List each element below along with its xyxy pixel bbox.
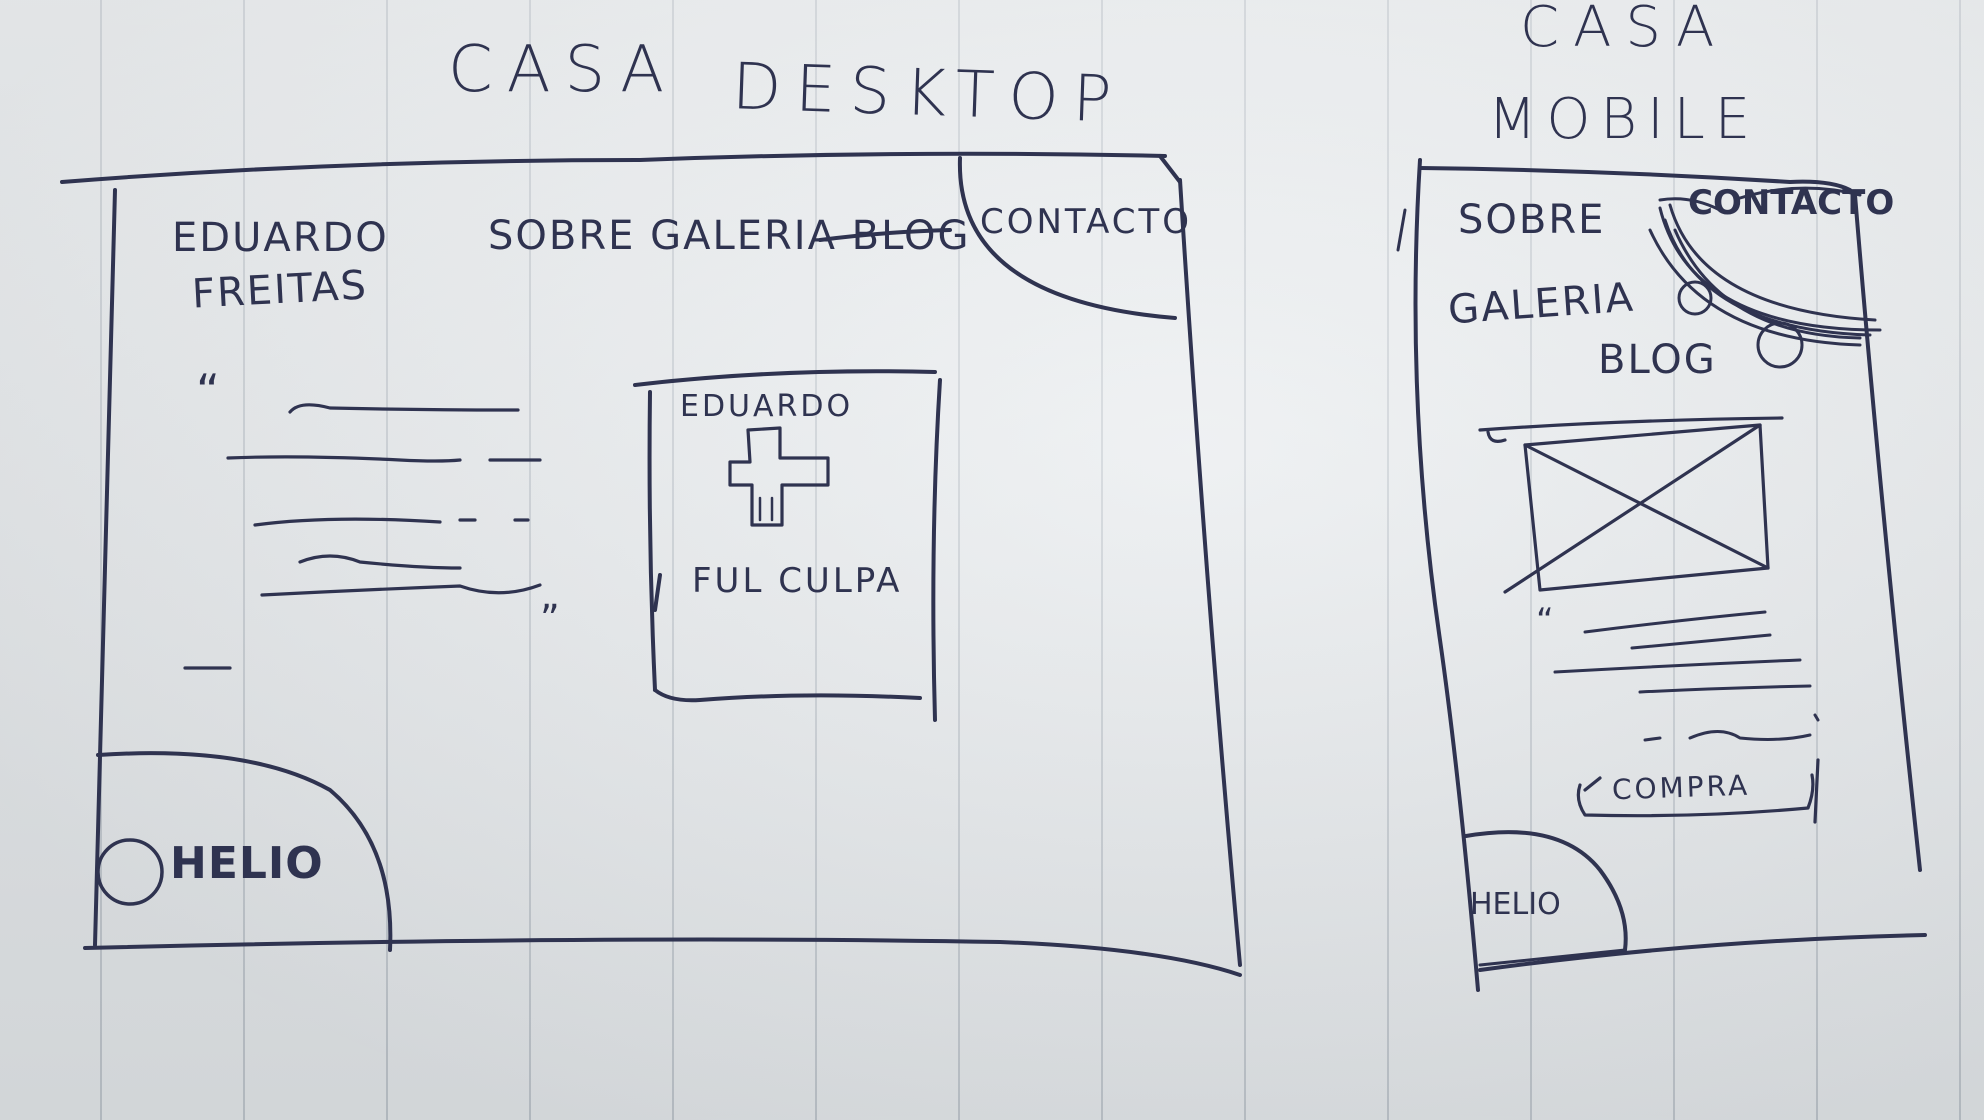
desktop-card-title: EDUARDO bbox=[680, 389, 854, 424]
mobile-menu-shape bbox=[1648, 186, 1882, 369]
mobile-footer-line bbox=[1478, 948, 1627, 967]
desktop-product-card bbox=[633, 369, 942, 722]
desktop-logo-line2: FREITAS bbox=[190, 262, 370, 318]
desktop-contact-link[interactable]: CONTACTO bbox=[980, 202, 1192, 242]
mobile-image-placeholder bbox=[1478, 416, 1784, 594]
desktop-quote-open: “ bbox=[196, 364, 226, 418]
desktop-footer-shape bbox=[96, 751, 393, 952]
mobile-footer-label[interactable]: HELIO bbox=[1470, 887, 1561, 922]
desktop-footer-label[interactable]: HELIO bbox=[170, 838, 324, 889]
desktop-logo-line1: EDUARDO bbox=[172, 215, 389, 261]
desktop-nav-underline bbox=[818, 228, 952, 242]
mobile-nav-sobre[interactable]: SOBRE bbox=[1458, 197, 1606, 243]
desktop-title-right: DESKTOP bbox=[730, 50, 1127, 138]
desktop-quote-close: ” bbox=[540, 597, 566, 641]
mobile-body-text-lines bbox=[1553, 610, 1820, 742]
mobile-title-line1: CASA bbox=[1520, 0, 1729, 60]
mobile-nav-blog[interactable]: BLOG bbox=[1598, 337, 1717, 383]
mobile-buy-button-shape bbox=[1576, 758, 1820, 824]
mobile-quote-open: “ bbox=[1536, 601, 1560, 641]
mobile-footer-shape bbox=[1464, 830, 1628, 952]
desktop-frame bbox=[60, 151, 1242, 977]
mobile-buy-button[interactable]: COMPRA bbox=[1611, 768, 1751, 807]
mobile-frame bbox=[1396, 158, 1927, 992]
desktop-card-subtitle: FUL CULPA bbox=[692, 561, 903, 601]
desktop-body-text-lines bbox=[183, 403, 542, 670]
mobile-title-line2: MOBILE bbox=[1488, 87, 1761, 152]
desktop-nav-links[interactable]: SOBRE GALERIA BLOG bbox=[488, 213, 971, 259]
mobile-nav-contacto[interactable]: CONTACTO bbox=[1688, 183, 1895, 223]
desktop-contact-shape bbox=[957, 156, 1177, 320]
desktop-title-left: CASA bbox=[448, 33, 679, 107]
